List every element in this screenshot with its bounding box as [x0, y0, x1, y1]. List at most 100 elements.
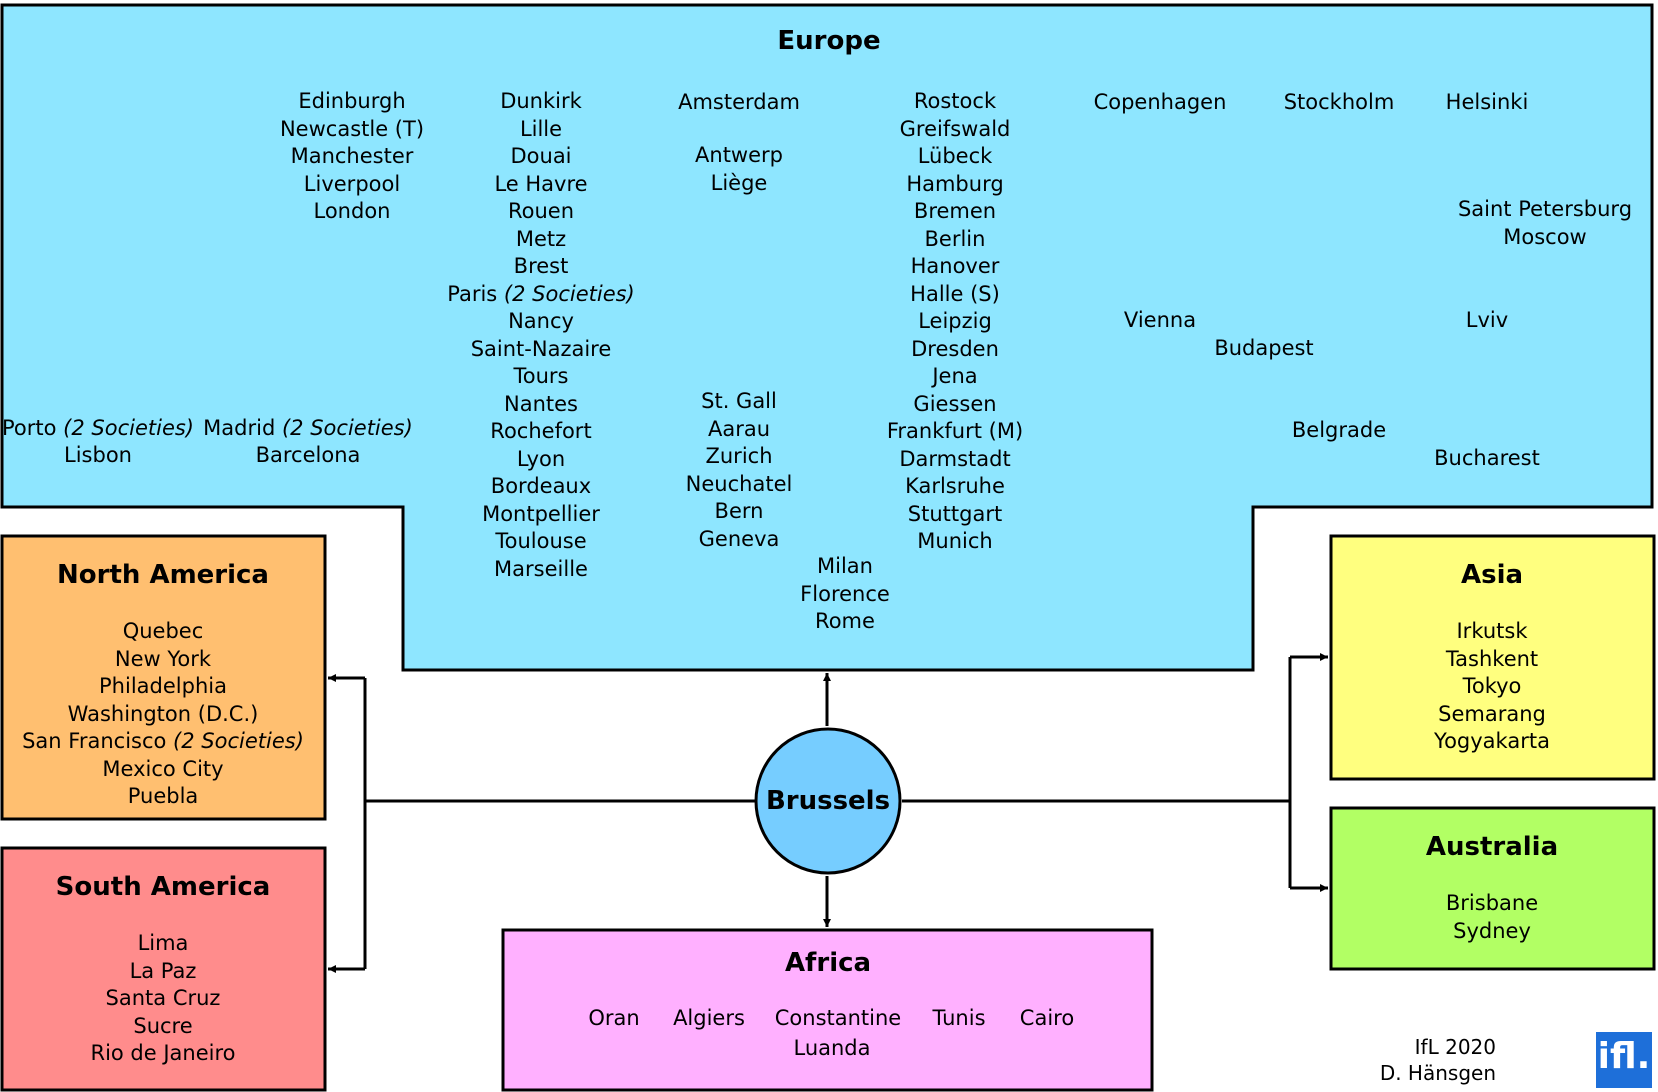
- europe-title: Europe: [777, 26, 881, 56]
- city: Edinburgh: [298, 89, 406, 113]
- society-note: (2 Societies): [281, 416, 413, 440]
- city-helsinki: Helsinki: [1445, 90, 1529, 114]
- city-barcelona: Barcelona: [255, 443, 361, 467]
- asia-box: [1329, 534, 1656, 781]
- city: Jena: [932, 364, 978, 388]
- city: Lübeck: [917, 144, 993, 168]
- city-budapest: Budapest: [1214, 336, 1314, 360]
- city: Algiers: [673, 1006, 745, 1030]
- europe-germany-list: Rostock Greifswald Lübeck Hamburg Bremen…: [887, 88, 1023, 556]
- city: Nantes: [504, 391, 578, 416]
- europe-belgium-list: Antwerp Liège: [695, 142, 783, 197]
- city: Tours: [513, 364, 569, 388]
- australia-title: Australia: [1425, 832, 1559, 862]
- australia-list: Brisbane Sydney: [1446, 890, 1538, 945]
- city: Greifswald: [899, 116, 1011, 141]
- city: Halle (S): [910, 281, 1000, 306]
- city: Antwerp: [695, 143, 783, 167]
- city: Nancy: [508, 309, 574, 333]
- north-america-box: [0, 534, 327, 821]
- city: Saint-Nazaire: [470, 336, 612, 361]
- city-porto: Porto (2 Societies): [2, 414, 194, 442]
- city-vienna: Vienna: [1123, 308, 1197, 332]
- city: Puebla: [127, 784, 199, 808]
- city-belgrade: Belgrade: [1291, 418, 1387, 442]
- city: Cairo: [1019, 1006, 1075, 1030]
- north-america-title: North America: [57, 560, 269, 590]
- city: Toulouse: [495, 529, 587, 553]
- city: Karlsruhe: [905, 474, 1005, 498]
- city: Luanda: [793, 1036, 871, 1060]
- city: Geneva: [698, 526, 780, 551]
- city: Bern: [714, 499, 764, 523]
- city-copenhagen: Copenhagen: [1093, 90, 1227, 114]
- city: Newcastle (T): [279, 116, 425, 141]
- city-bucharest: Bucharest: [1434, 446, 1540, 470]
- city-name: San Francisco: [22, 729, 167, 753]
- city: Zurich: [705, 444, 773, 468]
- city: London: [313, 199, 391, 223]
- australia-box: [1329, 806, 1656, 971]
- europe-italy-list: Milan Florence Rome: [800, 553, 890, 636]
- city: Santa Cruz: [105, 986, 221, 1010]
- city: Sucre: [133, 1013, 193, 1038]
- city: Philadelphia: [99, 674, 227, 698]
- city: Darmstadt: [899, 446, 1011, 471]
- city: Washington (D.C.): [67, 701, 259, 726]
- city: Moscow: [1503, 224, 1587, 249]
- city: Giessen: [913, 391, 997, 416]
- asia-list: Irkutsk Tashkent Tokyo Semarang Yogyakar…: [1434, 618, 1550, 756]
- city: Brisbane: [1445, 891, 1539, 915]
- credit-line-2: D. Hänsgen: [1379, 1061, 1496, 1085]
- city: Aarau: [707, 416, 771, 441]
- city: Constantine: [774, 1006, 902, 1030]
- city: Rio de Janeiro: [90, 1041, 236, 1065]
- city: Le Havre: [494, 171, 588, 196]
- asia-title: Asia: [1460, 560, 1524, 590]
- society-note: (2 Societies): [63, 416, 195, 440]
- city: Berlin: [924, 226, 986, 251]
- city: Liverpool: [303, 171, 401, 196]
- city: Irkutsk: [1456, 619, 1528, 643]
- europe-box: [0, 3, 1654, 672]
- ifl-logo: ifl.: [1596, 1032, 1652, 1088]
- city: Bordeaux: [490, 474, 592, 498]
- city: Semarang: [1438, 701, 1546, 726]
- europe-russia-list: Saint Petersburg Moscow: [1458, 196, 1632, 251]
- south-america-box: [0, 846, 327, 1092]
- city: Mexico City: [102, 756, 224, 781]
- city-san-francisco: San Francisco (2 Societies): [22, 728, 304, 756]
- city: Brest: [513, 254, 569, 278]
- city-name: Madrid: [203, 416, 276, 440]
- city: Dunkirk: [500, 89, 582, 113]
- city: Douai: [510, 144, 572, 168]
- city: Tunis: [932, 1006, 986, 1030]
- connectors: [328, 653, 1328, 973]
- brussels-label: Brussels: [765, 786, 891, 816]
- city: Tokyo: [1462, 674, 1522, 698]
- city: Yogyakarta: [1434, 729, 1550, 753]
- society-note: (2 Societies): [503, 281, 635, 306]
- south-america-title: South America: [55, 872, 271, 902]
- brussels-circle: [754, 727, 902, 875]
- city: Lyon: [516, 446, 566, 471]
- city: New York: [114, 646, 212, 671]
- city: Bremen: [913, 199, 997, 223]
- city: St. Gall: [701, 389, 777, 413]
- south-america-list: Lima La Paz Santa Cruz Sucre Rio de Jane…: [90, 930, 235, 1068]
- city: Stuttgart: [907, 501, 1003, 526]
- city: Florence: [800, 581, 890, 606]
- city: Milan: [817, 554, 873, 578]
- city: Quebec: [122, 619, 204, 643]
- city-stockholm: Stockholm: [1283, 90, 1395, 114]
- city: Rochefort: [490, 419, 592, 443]
- city: Manchester: [290, 144, 414, 168]
- city: Montpellier: [482, 501, 600, 526]
- city-amsterdam: Amsterdam: [678, 90, 800, 114]
- city-name: Paris: [447, 281, 498, 306]
- city-lisbon: Lisbon: [64, 443, 132, 467]
- city: Marseille: [494, 556, 588, 581]
- city: Oran: [588, 1006, 640, 1030]
- city: Leipzig: [918, 309, 992, 333]
- city: Hanover: [910, 254, 1000, 278]
